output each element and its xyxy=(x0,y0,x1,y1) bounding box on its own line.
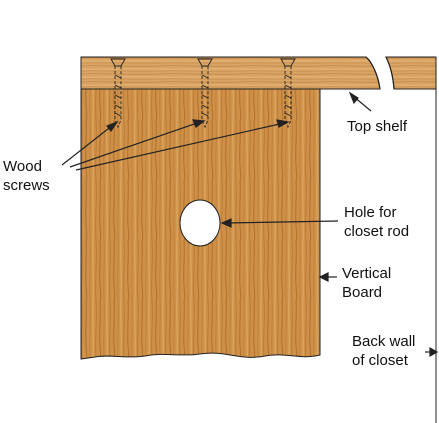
wood-screw-2 xyxy=(197,58,213,129)
top-shelf-leader xyxy=(348,91,372,112)
back-wall-leader xyxy=(425,346,439,358)
shelf-break-mark xyxy=(365,56,395,90)
vertical-board-leader xyxy=(318,272,337,282)
top-shelf xyxy=(80,56,381,90)
back-wall-label: Back wall of closet xyxy=(352,333,416,369)
hole-leader xyxy=(220,218,339,228)
top-shelf-label: Top shelf xyxy=(347,118,408,135)
wood-screws-label: Wood screws xyxy=(3,158,50,194)
hole-label: Hole for closet rod xyxy=(344,204,410,240)
wood-screws-leaders xyxy=(61,119,290,171)
closet-rod-hole xyxy=(179,199,221,247)
vertical-board-label: Vertical Board xyxy=(342,265,392,301)
wood-screw-1 xyxy=(110,58,126,129)
wood-screw-3 xyxy=(280,58,296,129)
